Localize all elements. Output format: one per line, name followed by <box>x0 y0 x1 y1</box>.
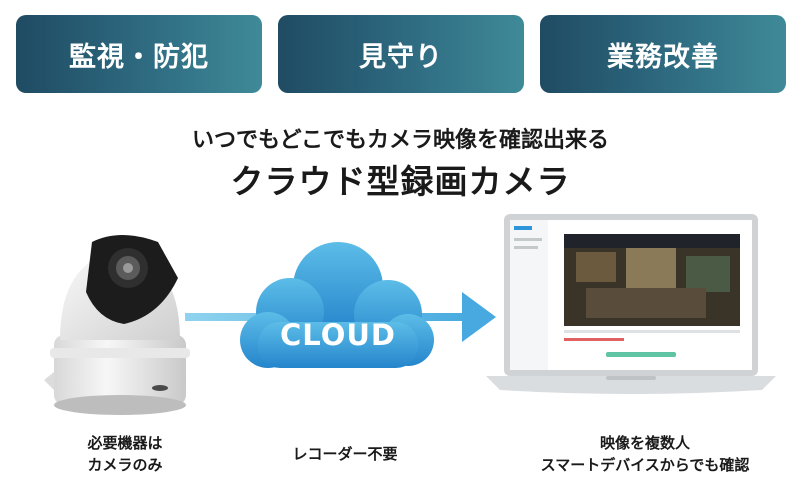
caption-line: 映像を複数人 <box>599 434 690 452</box>
tab-label: 監視・防犯 <box>69 41 209 73</box>
caption-camera: 必要機器は カメラのみ <box>30 432 220 476</box>
camera-image <box>44 235 190 415</box>
caption-line: スマートデバイスからでも確認 <box>540 456 750 474</box>
cloud-label: CLOUD <box>279 318 396 352</box>
laptop-image <box>486 214 776 394</box>
caption-line: レコーダー不要 <box>292 445 398 463</box>
headline-subtitle: いつでもどこでもカメラ映像を確認出来る <box>192 128 609 153</box>
tab-monitoring: 見守り <box>278 15 524 93</box>
cloud-icon <box>240 242 434 368</box>
caption-line: カメラのみ <box>87 456 163 474</box>
caption-laptop: 映像を複数人 スマートデバイスからでも確認 <box>500 432 790 476</box>
caption-cloud: レコーダー不要 <box>255 443 435 465</box>
headline-title: クラウド型録画カメラ <box>230 162 571 201</box>
tab-label: 業務改善 <box>607 41 719 73</box>
tab-surveillance: 監視・防犯 <box>16 15 262 93</box>
feature-tabs: 監視・防犯 見守り 業務改善 <box>16 15 786 93</box>
arrow-head-icon <box>462 292 496 342</box>
tab-label: 見守り <box>359 41 443 73</box>
tab-business-improvement: 業務改善 <box>540 15 786 93</box>
caption-line: 必要機器は <box>87 434 163 452</box>
